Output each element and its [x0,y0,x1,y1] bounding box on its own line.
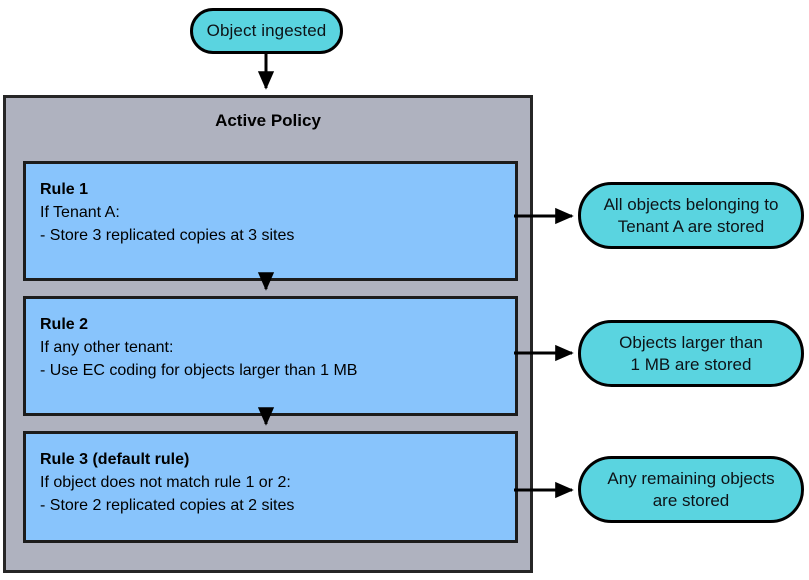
rule-2-title: Rule 2 [40,316,89,333]
rule-1-condition: If Tenant A: [40,204,120,222]
rule-1-title: Rule 1 [40,181,89,198]
rule-3-condition: If object does not match rule 1 or 2: [40,474,291,492]
result-2-node: Objects larger than 1 MB are stored [578,320,804,387]
rule-3-action: - Store 2 replicated copies at 2 sites [40,497,295,515]
rule-3-title: Rule 3 (default rule) [40,451,190,468]
result-3-label: Any remaining objects are stored [607,468,774,511]
rule-2-action: - Use EC coding for objects larger than … [40,362,358,380]
object-ingested-node: Object ingested [190,8,343,54]
object-ingested-label: Object ingested [206,20,327,40]
result-3-node: Any remaining objects are stored [578,456,804,523]
active-policy-container: Active Policy Rule 1 If Tenant A: - Stor… [3,95,533,573]
result-1-label: All objects belonging to Tenant A are st… [604,194,779,237]
rule-2-condition: If any other tenant: [40,339,174,357]
result-2-line-2: 1 MB are stored [630,354,752,374]
rule-2-box: Rule 2 If any other tenant: - Use EC cod… [23,296,518,416]
result-2-line-1: Objects larger than [619,333,763,353]
active-policy-title: Active Policy [215,111,321,130]
result-1-line-2: Tenant A are stored [617,216,765,236]
result-3-line-2: are stored [652,490,730,510]
result-2-label: Objects larger than 1 MB are stored [619,332,763,375]
result-1-node: All objects belonging to Tenant A are st… [578,182,804,249]
result-3-line-1: Any remaining objects [607,469,775,489]
rule-1-box: Rule 1 If Tenant A: - Store 3 replicated… [23,161,518,281]
result-1-line-1: All objects belonging to [603,195,779,215]
rule-1-action: - Store 3 replicated copies at 3 sites [40,227,295,245]
rule-3-box: Rule 3 (default rule) If object does not… [23,431,518,543]
